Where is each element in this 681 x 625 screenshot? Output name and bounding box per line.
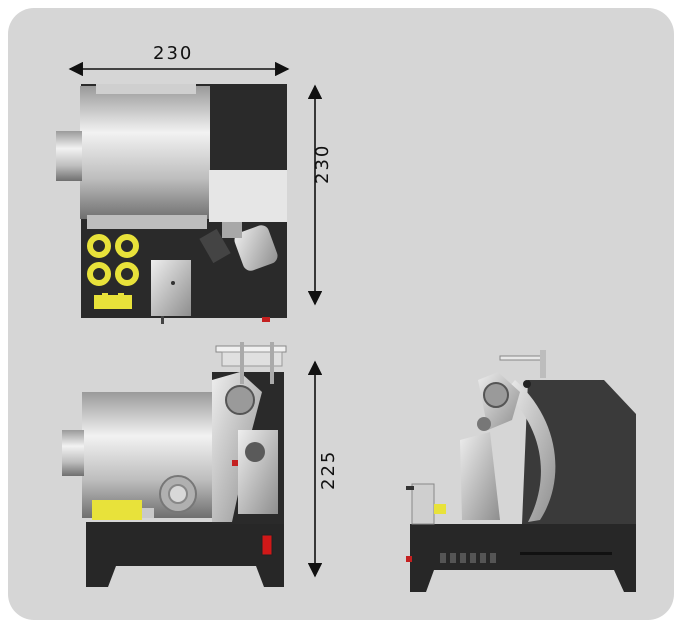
dim-front-height-label: 225 (318, 449, 339, 490)
side-clamp-post (411, 483, 435, 525)
front-yellow-clamp (92, 500, 142, 520)
side-base (410, 524, 636, 592)
front-power-switch (261, 534, 273, 556)
top-motor-cap (56, 131, 82, 181)
side-top-guide (499, 355, 545, 361)
dim-top-width-label: 230 (153, 43, 194, 64)
front-base (86, 522, 284, 587)
top-yellow-clamp (94, 295, 132, 309)
side-holder-column (460, 432, 500, 520)
side-wheel-guard (505, 380, 556, 522)
front-view (62, 342, 287, 587)
side-view (406, 350, 636, 592)
top-motor-cylinder (80, 86, 210, 219)
top-view (56, 84, 287, 324)
top-slider-block (151, 260, 191, 316)
top-yellow-holes (87, 234, 139, 286)
front-top-guide (215, 345, 287, 353)
top-holder-blocks (199, 222, 278, 271)
front-motor-cap (62, 430, 84, 476)
dim-top-depth-label: 230 (312, 143, 333, 184)
top-grinding-cover (209, 170, 287, 222)
